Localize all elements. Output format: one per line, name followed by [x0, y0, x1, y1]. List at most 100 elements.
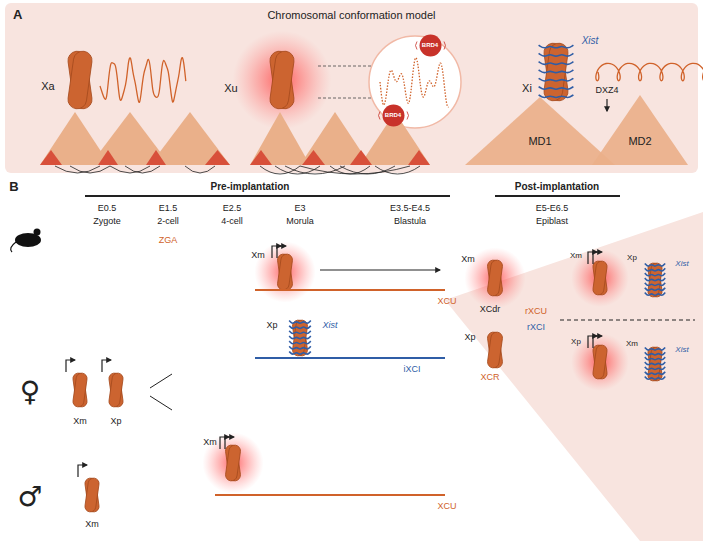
chromatid	[269, 50, 295, 110]
annotation-label: Xp	[571, 338, 581, 347]
node-label: BRD4	[385, 112, 401, 119]
tad-triangle	[250, 112, 310, 165]
chromatin-fiber	[100, 58, 186, 103]
contact-arc	[340, 166, 395, 174]
triangle-outline	[592, 95, 688, 165]
chromatid	[487, 259, 503, 296]
xist-coating	[289, 336, 311, 339]
triangle-shape	[465, 97, 615, 165]
annotation-label: ZGA	[159, 236, 178, 246]
chromatid	[592, 344, 608, 379]
annotation-label: Xp	[464, 333, 475, 343]
chromatid	[67, 50, 93, 110]
annotation-label: Epiblast	[536, 217, 568, 227]
transcription-arrow	[66, 360, 75, 372]
circle-outline	[382, 104, 404, 126]
annotation-label: DXZ4	[595, 86, 618, 96]
circle-outline	[419, 34, 441, 56]
xist-coating	[645, 263, 665, 266]
annotation-label: Xm	[203, 438, 217, 448]
tad-triangle	[408, 150, 430, 165]
sex-symbol: ♀	[20, 377, 41, 408]
tad-triangle: MD1	[465, 97, 615, 165]
signal-marks	[378, 111, 408, 119]
mouse-ear	[34, 229, 41, 236]
annotation-label: XCR	[480, 373, 499, 383]
annotation-label: Blastula	[394, 217, 426, 227]
tad-triangle	[150, 112, 230, 165]
annotation-label: Xu	[224, 82, 237, 94]
tad-triangle	[146, 150, 166, 165]
xist-coating	[645, 352, 665, 355]
chromatid	[277, 253, 293, 290]
chromosome	[67, 50, 93, 110]
progression-arrow	[320, 269, 440, 270]
annotation-label: Xist	[675, 346, 688, 355]
xcu-line	[215, 494, 445, 496]
annotation-label: 2-cell	[157, 217, 179, 227]
transcription-arrow	[102, 360, 111, 372]
zoom-circle	[369, 36, 461, 128]
annotation-label: Xm	[570, 252, 582, 261]
chromatid	[487, 331, 503, 368]
xist-coating	[539, 45, 574, 48]
xist-coating	[645, 372, 665, 375]
chromosome	[645, 262, 665, 297]
annotation-label: E3	[294, 204, 305, 214]
xist-coating	[645, 367, 665, 370]
xist-coating	[539, 87, 574, 90]
epiblast-wedge	[445, 212, 703, 541]
annotation-label: Pre-implantation	[211, 181, 290, 192]
annotation-label: Xp	[627, 254, 637, 263]
xist-coating	[539, 62, 574, 65]
xist-coating	[645, 377, 665, 380]
chromosome	[571, 333, 629, 391]
zoom-leader	[318, 66, 372, 98]
chromosome	[645, 346, 665, 381]
xist-coating	[645, 268, 665, 271]
chromatid	[277, 253, 293, 290]
annotation-label: rXCU	[525, 307, 547, 317]
branch-line	[150, 396, 172, 410]
contact-arc	[125, 166, 160, 173]
transcription-arrow	[225, 437, 234, 449]
chromatin-fiber	[380, 58, 449, 107]
annotation-label: 4-cell	[221, 217, 243, 227]
chromosome	[84, 477, 100, 512]
chromosome	[108, 372, 124, 407]
xist-coating	[645, 288, 665, 291]
annotation-label: E0.5	[98, 204, 117, 214]
chromatid	[84, 477, 100, 512]
xist-coating	[539, 78, 574, 81]
mouse-tail	[11, 242, 16, 252]
xist-coating	[289, 341, 311, 344]
annotation-label: Zygote	[93, 217, 121, 227]
chromosome	[487, 331, 503, 368]
brd4-circle: BRD4	[419, 34, 442, 57]
triangle-shape	[592, 95, 688, 165]
chromatid	[108, 372, 124, 407]
chromatid	[72, 372, 88, 407]
contact-arc	[300, 166, 410, 174]
annotation-label: XCU	[437, 297, 456, 307]
chromatid	[108, 372, 124, 407]
chromosome	[72, 372, 88, 407]
chromatid	[72, 372, 88, 407]
chromatid	[592, 260, 608, 295]
chromatid	[592, 260, 608, 295]
chromatid	[225, 444, 241, 481]
annotation-label: XCdr	[480, 305, 501, 315]
tad-triangle	[205, 150, 230, 165]
panel-box: AChromosomal conformation modelBRD4BRD4M…	[5, 3, 698, 173]
annotation-label: XCU	[437, 502, 456, 512]
contact-arc	[275, 166, 320, 174]
annotation-label: Xa	[41, 80, 54, 92]
annotation-label: iXCI	[403, 365, 420, 375]
annotation-label: E5-E6.5	[536, 204, 569, 214]
annotation-label: Xp	[110, 417, 121, 427]
tad-triangle: MD2	[592, 95, 688, 165]
activity-glow	[233, 31, 332, 130]
xist-coating	[645, 293, 665, 296]
annotation-label: Xm	[461, 255, 475, 265]
